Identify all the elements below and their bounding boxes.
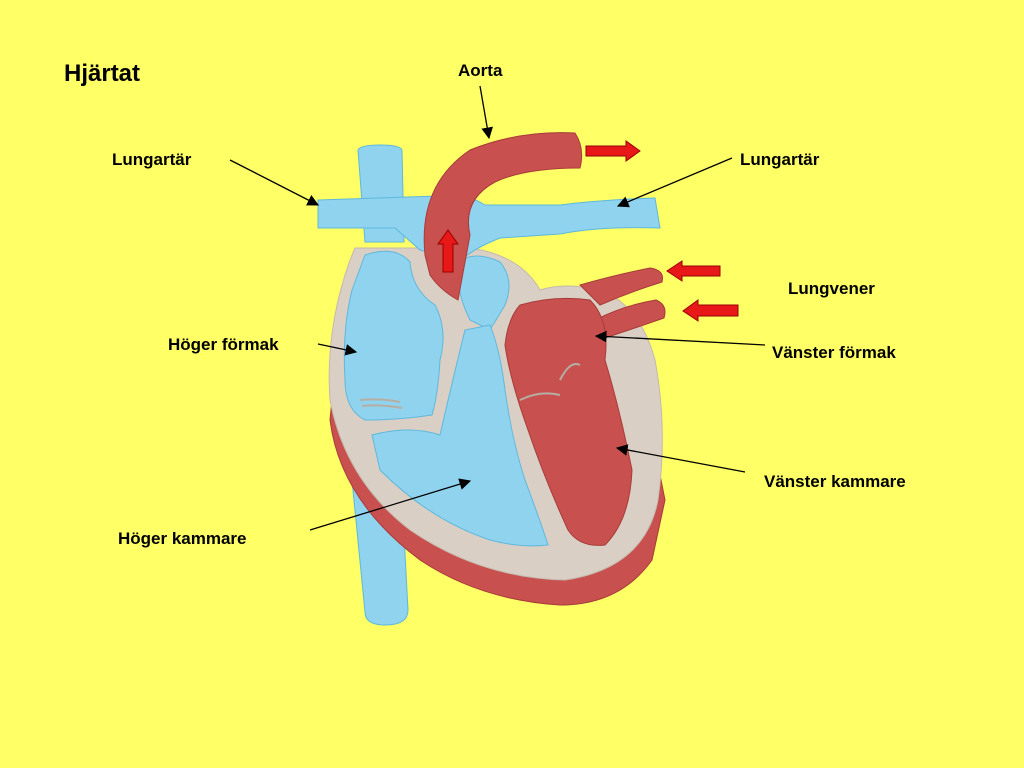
aorta-vessel <box>423 132 583 301</box>
label-hoger-kammare: Höger kammare <box>118 529 247 548</box>
flow-arrow-lungvener-bottom <box>682 299 739 322</box>
label-lungvener: Lungvener <box>788 279 875 298</box>
label-aorta: Aorta <box>458 61 503 80</box>
label-lungartar-right: Lungartär <box>740 150 820 169</box>
label-vanster-formak: Vänster förmak <box>772 343 896 362</box>
label-vanster-kammare: Vänster kammare <box>764 472 906 491</box>
leader-lungartar-left <box>229 159 320 206</box>
flow-arrow-lungvener-top <box>666 260 721 282</box>
right-ventricle-chamber <box>371 324 549 547</box>
leader-lungartar-right <box>616 157 733 208</box>
left-heart-chamber <box>504 297 633 546</box>
right-atrium-chamber <box>343 250 444 421</box>
flow-arrows <box>437 140 739 322</box>
leader-hoger-kammare <box>309 478 472 531</box>
label-hoger-formak: Höger förmak <box>168 335 279 354</box>
pulmonary-artery <box>317 193 661 263</box>
leader-vanster-formak <box>594 330 766 346</box>
leader-aorta <box>479 85 493 140</box>
leader-hoger-formak <box>317 343 358 356</box>
leader-vanster-kammare <box>615 444 746 473</box>
leader-lines <box>229 85 766 531</box>
flow-arrow-aorta-up <box>437 229 459 273</box>
flow-arrow-aorta-out <box>585 140 641 162</box>
valve-lines <box>359 363 581 409</box>
pulmonary-trunk <box>457 255 510 331</box>
diagram-title: Hjärtat <box>64 60 141 87</box>
label-lungartar-left: Lungartär <box>112 150 192 169</box>
